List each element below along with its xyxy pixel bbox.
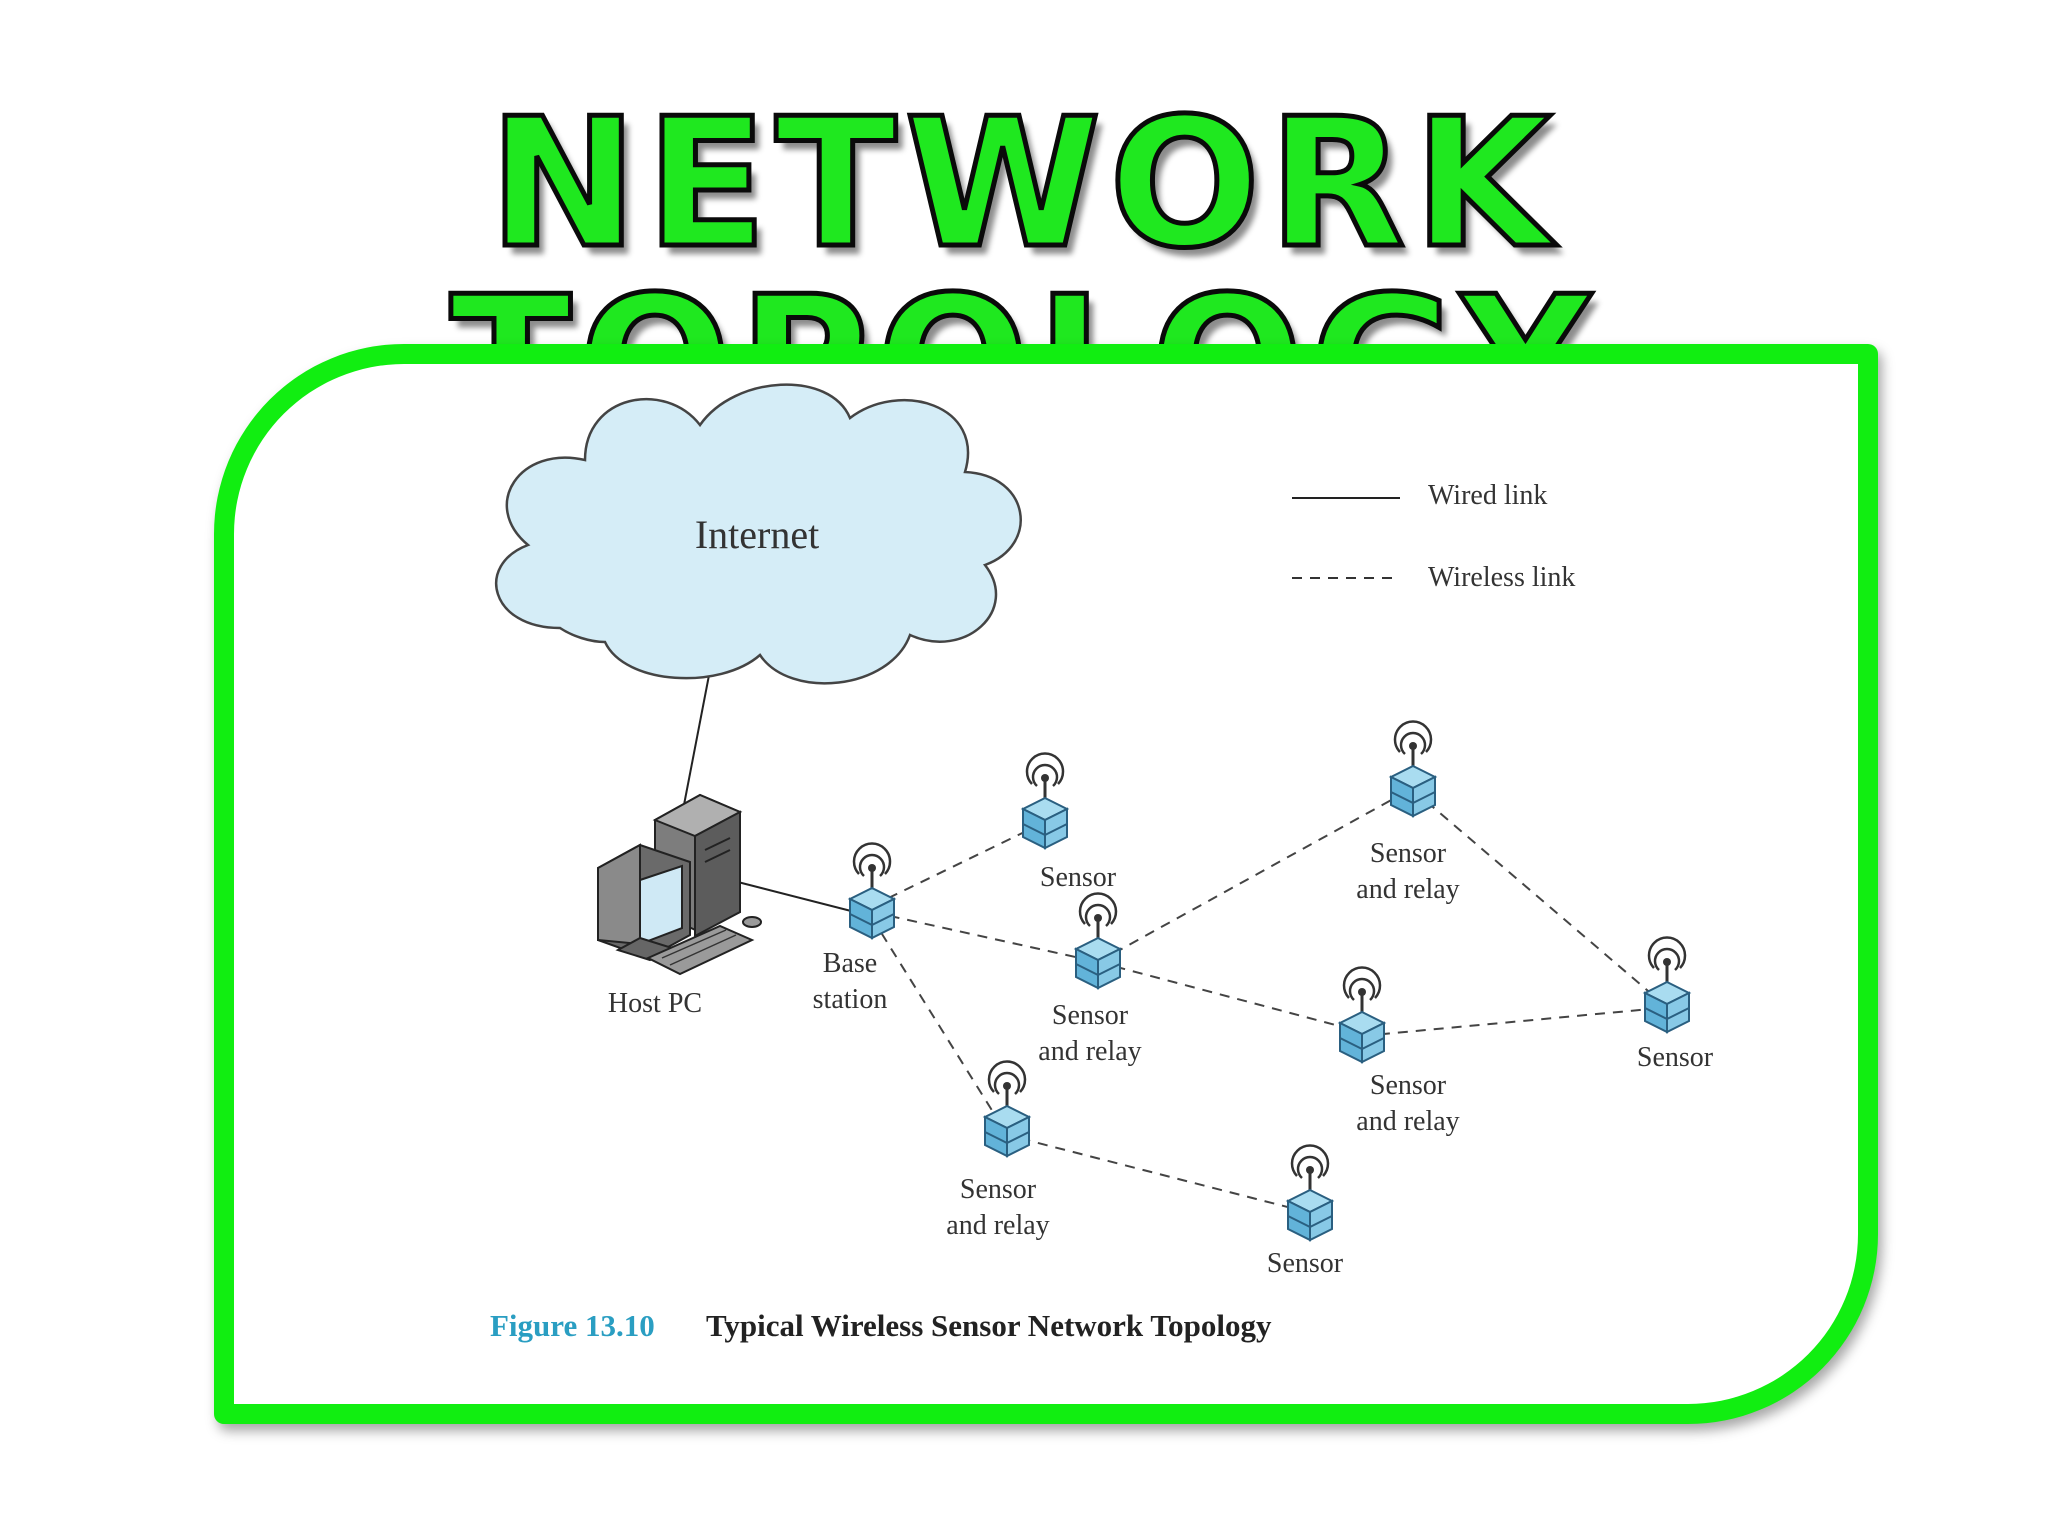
sensor-antenna-icon [1021,752,1069,850]
links [682,669,1662,1213]
wired-link-host-base [729,879,856,913]
figure-caption: Figure 13.10 Typical Wireless Sensor Net… [490,1308,1272,1343]
caption-text: Typical Wireless Sensor Network Topology [706,1308,1272,1343]
sensor-antenna-icon [1338,966,1386,1064]
sensor-2-label: Sensor [1637,1042,1714,1073]
legend-wired-label: Wired link [1428,480,1547,511]
wireless-link [1097,787,1414,963]
sensor-antenna-icon [1643,936,1691,1034]
node-relay-4: Sensor and relay [946,1060,1050,1241]
sensor-antenna-icon [848,842,896,940]
sensor-1-label: Sensor [1040,862,1117,893]
legend: Wired link Wireless link [1292,480,1575,593]
relay-3-label-line1: Sensor [1370,1070,1447,1101]
diagram-frame [214,344,1878,1424]
node-relay-3: Sensor and relay [1338,966,1460,1137]
sensor-antenna-icon [1074,892,1122,990]
base-label-line1: Base [823,948,877,979]
relay-4-label-line2: and relay [946,1210,1049,1241]
relay-2-label-line1: Sensor [1370,838,1447,869]
relay-4-label-line1: Sensor [960,1174,1037,1205]
wireless-link [871,821,1046,907]
wireless-link [1097,961,1363,1033]
node-relay-2: Sensor and relay [1356,720,1460,905]
sensor-3-label: Sensor [1267,1248,1344,1279]
caption-number: Figure 13.10 [490,1308,655,1343]
wireless-link [1002,1133,1308,1213]
relay-3-label-line2: and relay [1356,1106,1459,1137]
relay-2-label-line2: and relay [1356,874,1459,905]
node-sensor-1: Sensor [1021,752,1117,893]
wireless-link [871,911,1099,963]
wireless-link [1361,1007,1662,1037]
relay-1-label-line1: Sensor [1052,1000,1129,1031]
wireless-link [871,917,1004,1129]
cloud-icon: Internet [495,383,1022,685]
node-sensor-3: Sensor [1267,1144,1344,1279]
wired-link-internet-host [682,669,711,811]
base-label-line2: station [813,984,888,1015]
node-sensor-2: Sensor [1637,936,1714,1073]
desktop-computer-icon: Host PC [597,793,762,1019]
sensor-antenna-icon [1389,720,1437,818]
node-base-station: Base station [813,842,896,1015]
wireless-link [1412,789,1662,1003]
relay-1-label-line2: and relay [1038,1036,1141,1067]
cloud-label: Internet [695,512,819,557]
legend-wireless-label: Wireless link [1428,562,1575,593]
host-pc-label: Host PC [608,988,702,1019]
sensor-antenna-icon [1286,1144,1334,1242]
node-relay-1: Sensor and relay [1038,892,1142,1067]
